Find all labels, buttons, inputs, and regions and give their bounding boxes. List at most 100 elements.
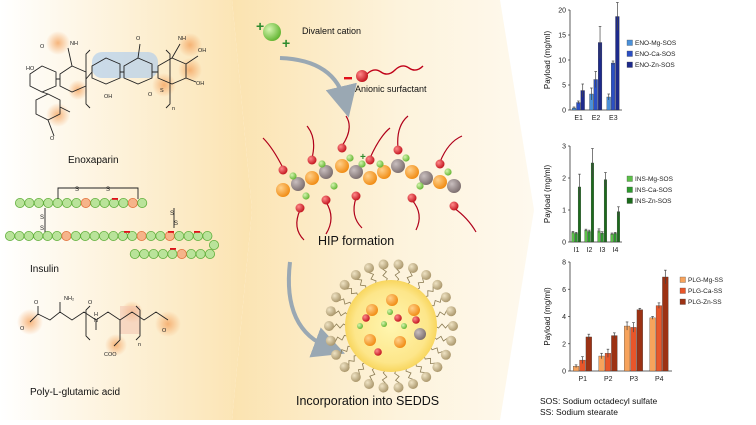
surfactant-headgroup [307, 155, 317, 165]
disulfide-s4: S [40, 226, 44, 232]
legend-swatch [626, 197, 633, 204]
svg-text:N: N [94, 318, 98, 324]
svg-text:O: O [50, 136, 55, 142]
polymer-bead [276, 183, 290, 197]
polymer-bead [377, 165, 391, 179]
y-axis-label: Payload (mg/ml) [543, 31, 552, 90]
y-tick-label: 2 [562, 341, 566, 348]
insulin-b-residue [145, 230, 156, 241]
surfactant-headgroup [449, 201, 459, 211]
arrow-to-hip [279, 56, 357, 118]
x-tick-label: I4 [613, 247, 619, 254]
cation-bead [289, 172, 297, 180]
bar [611, 335, 618, 372]
disulfide-s5: S [170, 211, 174, 217]
surfactant-bead [339, 279, 350, 290]
insulin-b-residue [202, 230, 213, 241]
x-tick-label: I2 [587, 247, 593, 254]
surfactant-bead [364, 379, 374, 389]
surfactant-headgroup [337, 143, 347, 153]
insulin-a-residue [71, 197, 82, 208]
bar [611, 62, 616, 111]
insulin-b-residue [167, 248, 178, 259]
insulin-b-residue [14, 230, 25, 241]
disulfide-s6: S [174, 221, 178, 227]
surfactant-bead [350, 372, 361, 382]
plga-n-label: n [138, 342, 141, 348]
anionic-surfactant [344, 65, 424, 82]
insulin-b-residue [80, 230, 91, 241]
svg-text:S: S [160, 88, 164, 94]
surfactant-bead [378, 382, 389, 393]
insulin-b-residue [52, 230, 63, 241]
insulin-b-residue [183, 230, 194, 241]
insulin-b-residue [5, 230, 15, 241]
middle-band [232, 0, 534, 420]
y-tick-label: 8 [562, 260, 566, 267]
bar [662, 276, 669, 372]
surfactant-bead [408, 263, 418, 273]
bar [574, 233, 578, 243]
x-tick-label: P2 [604, 376, 613, 383]
insulin-b-residue [186, 248, 197, 259]
bar [584, 230, 588, 243]
legend-label: INS-Mg-SOS [635, 176, 674, 183]
cation-bead [302, 192, 310, 200]
y-tick-label: 0 [562, 240, 566, 247]
cation-label: Divalent cation [302, 26, 361, 36]
surfactant-headgroup [321, 195, 331, 205]
svg-text:NH: NH [178, 36, 186, 42]
polymer-bead [364, 334, 376, 346]
sedds-label: Incorporation into SEDDS [296, 394, 439, 408]
disulfide-s3: S [40, 215, 44, 221]
x-tick-label: E1 [574, 115, 583, 122]
bar [587, 231, 591, 243]
svg-text:OH: OH [104, 94, 112, 100]
svg-text:O: O [88, 300, 93, 306]
polymer-bead [386, 294, 398, 306]
insulin-a-residue [90, 197, 101, 208]
surfactant-bead [421, 372, 432, 382]
cation-bead [330, 182, 338, 190]
hip-formation-label: HIP formation [318, 234, 394, 248]
footnote-ss: SS: Sodium stearate [540, 407, 618, 417]
insulin-a-residue [99, 197, 110, 208]
legend-label: ENO-Zn-SOS [635, 62, 675, 69]
svg-text:NH₂: NH₂ [64, 296, 74, 302]
svg-text:O: O [40, 44, 45, 50]
arrow-to-sedds [286, 261, 345, 358]
insulin-b-residue [204, 248, 215, 259]
surfactant-bead [350, 270, 361, 280]
surfactant-bead [325, 335, 336, 346]
polymer-bead [433, 175, 447, 189]
y-tick-label: 2 [562, 176, 566, 183]
y-tick-label: 20 [558, 8, 566, 15]
svg-text:HO: HO [26, 66, 35, 72]
surfactant-bead [446, 306, 457, 317]
legend-swatch [626, 39, 633, 46]
y-tick-label: 5 [562, 83, 566, 90]
bar [624, 325, 631, 372]
insulin-b-residue [108, 230, 119, 241]
surfactant-bead [440, 292, 451, 303]
insulin-structure: S S S S S S [5, 187, 219, 259]
polymer-bead [335, 159, 349, 173]
insulin-b-residue [70, 230, 81, 241]
surfactant-bead [440, 349, 451, 360]
insulin-b-residue [155, 230, 166, 241]
surfactant-bead [325, 306, 336, 317]
negative-charge-mark [168, 231, 174, 233]
polymer-bead [349, 165, 363, 179]
y-tick-label: 4 [562, 314, 566, 321]
enoxaparin-label: Enoxaparin [68, 155, 119, 166]
surfactant-bead [408, 379, 418, 389]
surfactant-label: Anionic surfactant [355, 84, 427, 94]
legend-label: INS-Zn-SOS [635, 198, 672, 205]
divalent-cation: + + [256, 18, 290, 51]
surfactant-headgroup [295, 203, 305, 213]
insulin-b-residue [23, 230, 34, 241]
bar [649, 317, 656, 372]
disulfide-s2: S [106, 187, 110, 193]
